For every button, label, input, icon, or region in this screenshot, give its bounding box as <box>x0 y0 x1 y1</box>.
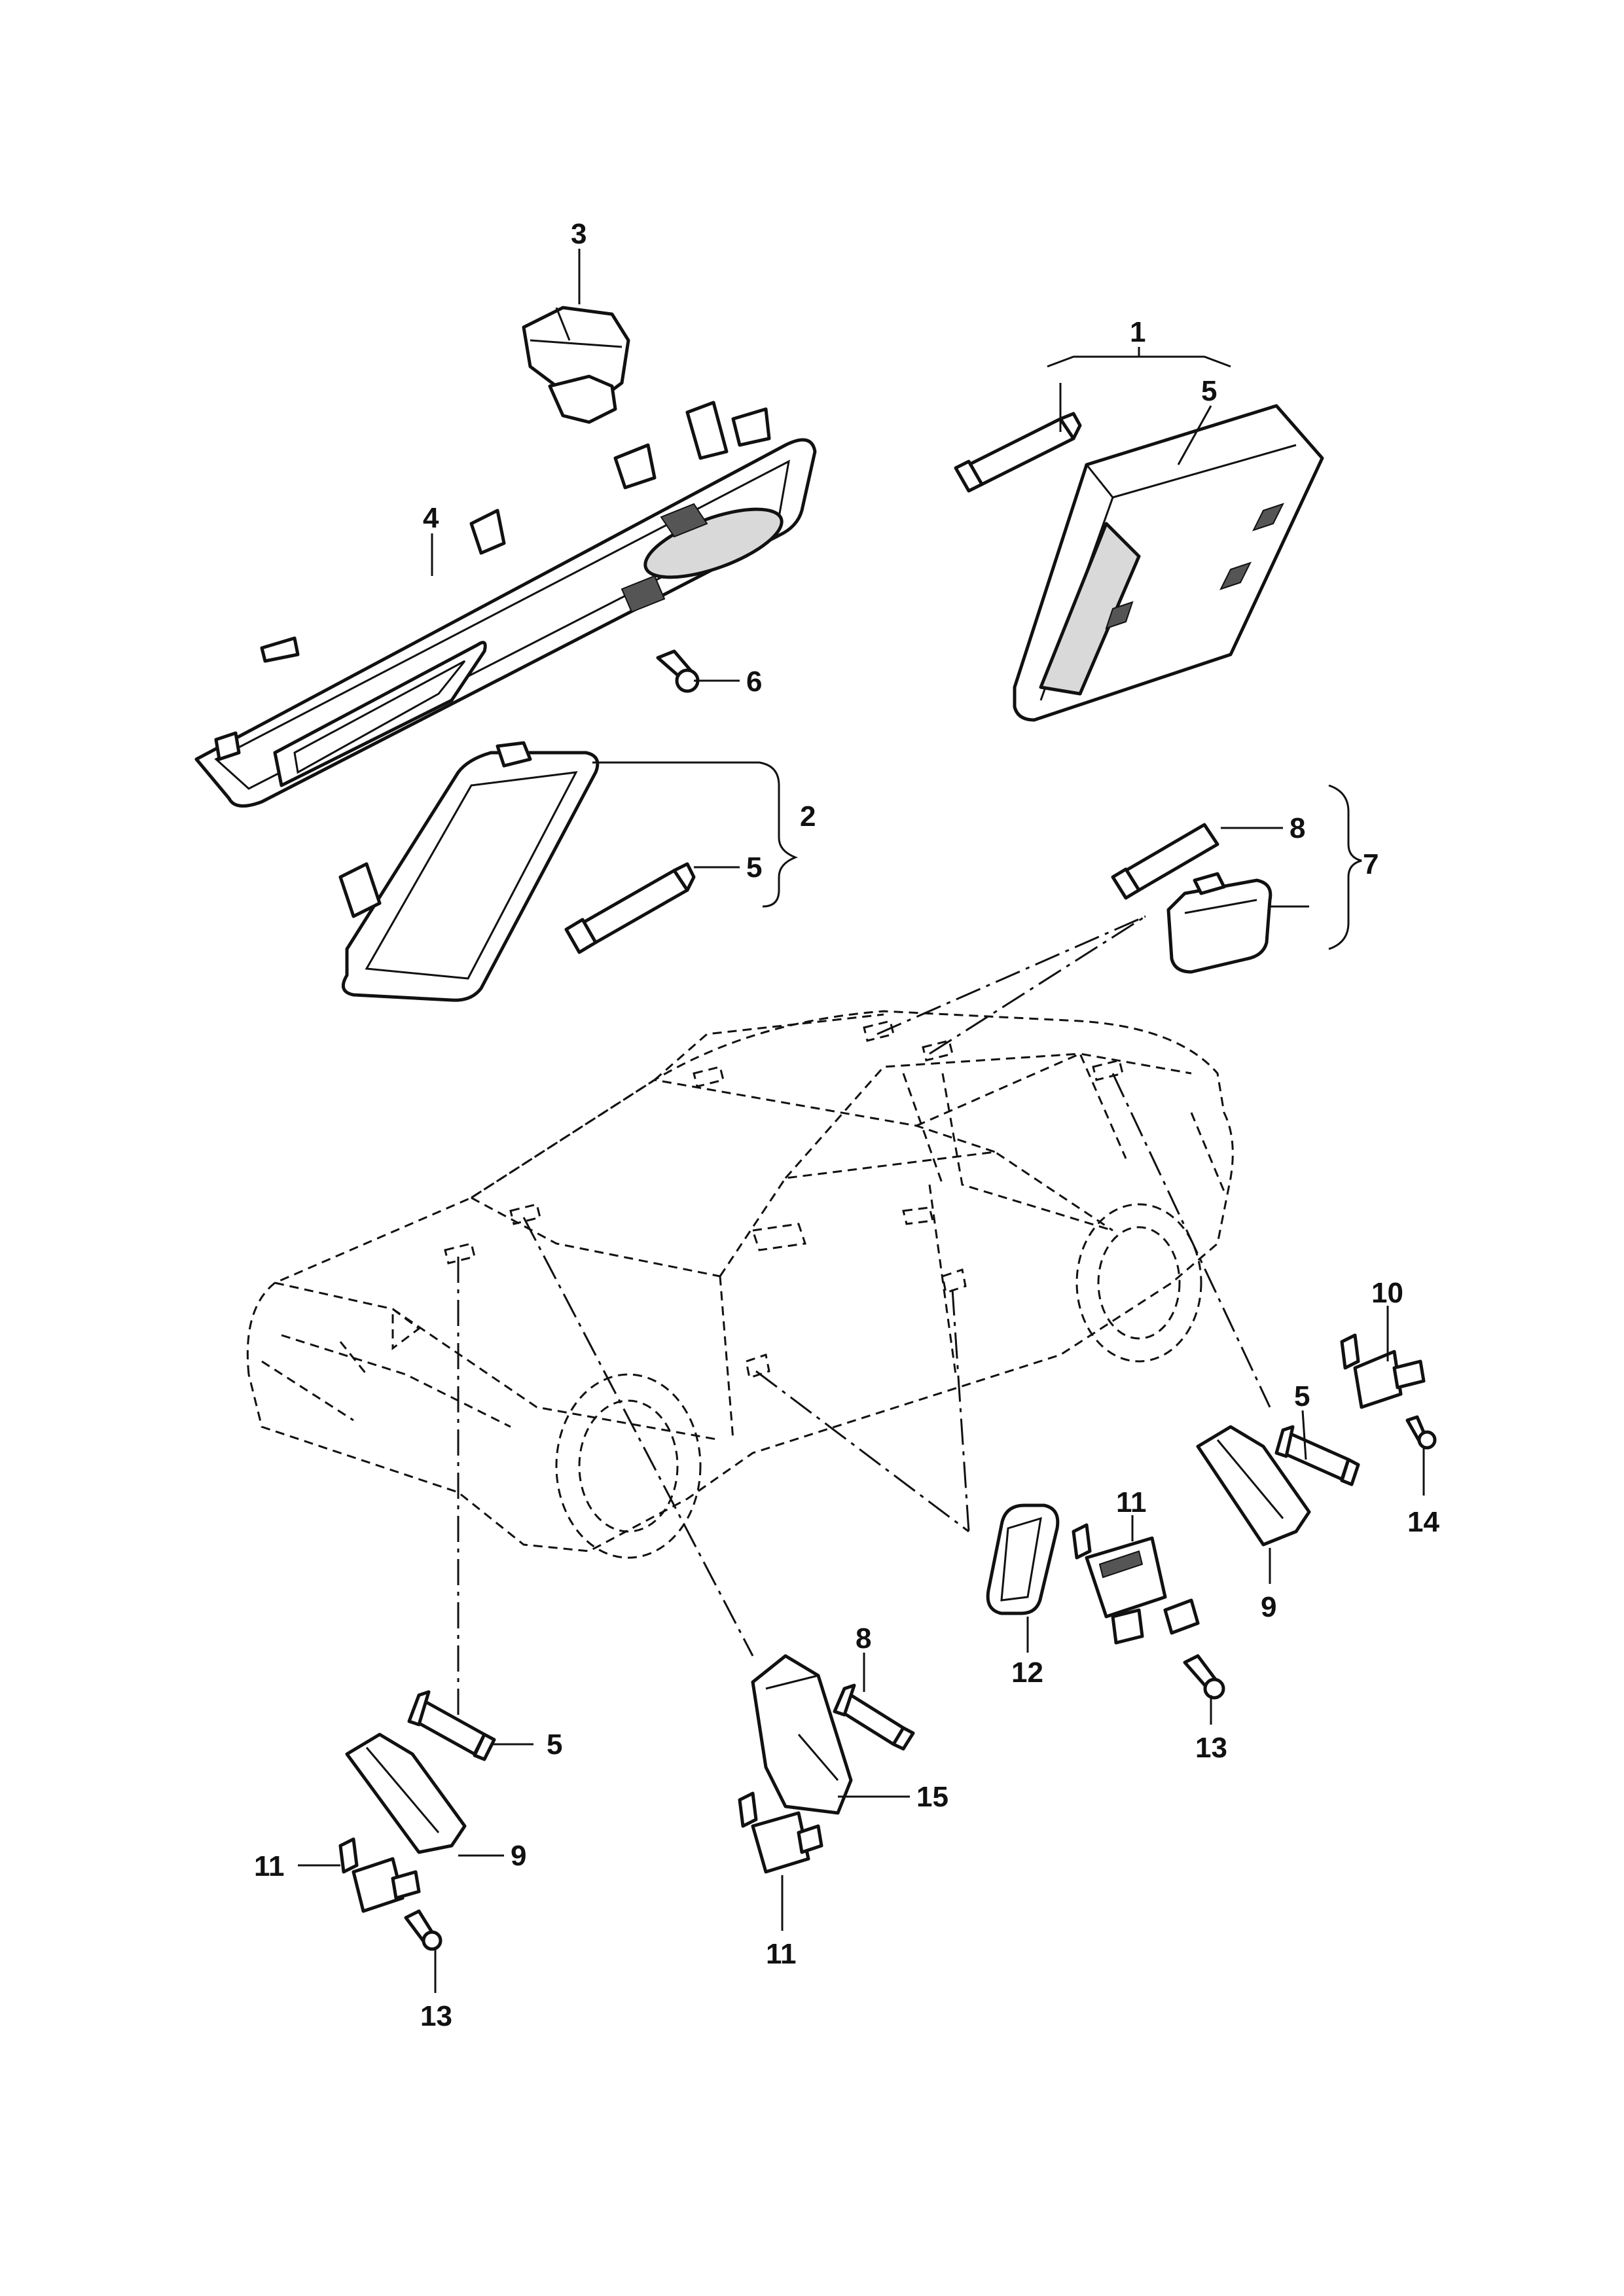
part-14-screw <box>1405 1415 1437 1450</box>
callout-8-top: 8 <box>1290 812 1305 844</box>
part-11-switch-center <box>738 1791 823 1874</box>
callout-15: 15 <box>916 1781 948 1813</box>
part-15-lamp-housing <box>751 1654 853 1815</box>
callout-5-lamp2: 5 <box>746 852 762 884</box>
callout-5-top: 5 <box>1201 375 1217 407</box>
part-11-switch-right <box>1072 1523 1200 1645</box>
callout-9-left: 9 <box>511 1840 526 1872</box>
part-9-lens-left <box>345 1732 467 1854</box>
callout-11-left: 11 <box>254 1850 285 1882</box>
callout-12: 12 <box>1011 1657 1043 1689</box>
callout-labels: 3 1 5 4 6 2 5 8 7 10 5 14 11 9 8 12 13 5… <box>254 218 1439 2032</box>
part-4-overhead-console <box>194 401 817 808</box>
part-10-switch <box>1340 1333 1426 1409</box>
callout-9-right: 9 <box>1261 1591 1276 1623</box>
part-1-interior-lamp <box>954 404 1324 722</box>
part-13-screw-left <box>404 1909 442 1951</box>
part-13-screw-right <box>1183 1654 1225 1700</box>
car-outline <box>246 1010 1234 1559</box>
callout-1: 1 <box>1130 316 1146 348</box>
callout-13-left: 13 <box>420 2000 452 2032</box>
part-9-lens-right <box>1196 1425 1311 1547</box>
callout-7: 7 <box>1363 848 1379 880</box>
part-5-bulb-right <box>1274 1425 1360 1486</box>
part-12-seal <box>986 1503 1060 1615</box>
part-5-bulb-left <box>407 1690 496 1761</box>
part-3-rotary-switch <box>522 306 630 424</box>
callout-13-right: 13 <box>1195 1732 1227 1764</box>
callout-5-left: 5 <box>547 1729 562 1761</box>
callout-2: 2 <box>800 800 816 833</box>
callout-11-center: 11 <box>766 1938 797 1970</box>
callout-8-center: 8 <box>856 1623 871 1655</box>
part-8-bulb-center <box>833 1683 915 1751</box>
callout-3: 3 <box>571 218 586 250</box>
part-11-switch-left <box>338 1837 421 1913</box>
callout-5-right: 5 <box>1294 1380 1310 1412</box>
part-2-reading-lamp <box>338 741 696 1002</box>
part-6-screw <box>656 649 700 693</box>
callout-4: 4 <box>423 502 439 534</box>
leader-lines <box>298 249 1425 1993</box>
callout-6: 6 <box>746 666 762 698</box>
callout-11-right: 11 <box>1116 1486 1147 1518</box>
part-7-small-lamp <box>1111 823 1272 974</box>
callout-10: 10 <box>1371 1277 1403 1309</box>
location-lines <box>457 915 1271 1715</box>
callout-14: 14 <box>1407 1506 1439 1538</box>
